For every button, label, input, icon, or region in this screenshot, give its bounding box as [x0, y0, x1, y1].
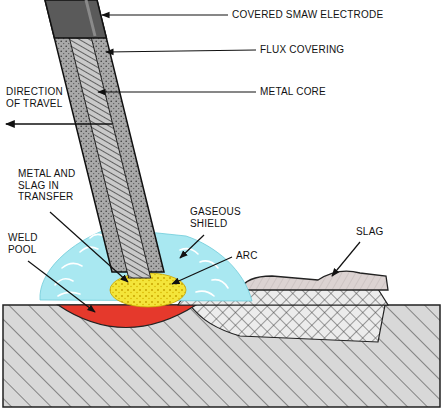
part-label: METAL CORE	[260, 86, 326, 98]
part-label: ARC	[236, 250, 258, 262]
part-label: DIRECTION OF TRAVEL	[6, 86, 76, 109]
part-label: METAL AND SLAG IN TRANSFER	[18, 168, 84, 203]
electrode-end	[45, 0, 106, 38]
part-label: GASEOUS SHIELD	[190, 206, 250, 229]
base-metal	[3, 305, 440, 407]
metal-core	[69, 38, 150, 278]
leader-lines	[28, 15, 360, 312]
slag-layer	[240, 271, 388, 290]
weld-metal	[190, 305, 385, 342]
electrode-highlight	[86, 0, 95, 36]
weld-pool	[58, 305, 196, 328]
travel-arrow	[6, 123, 112, 124]
part-label: COVERED SMAW ELECTRODE	[232, 9, 383, 21]
part-label: SLAG	[356, 226, 383, 238]
part-label: WELD POOL	[8, 232, 48, 255]
part-label: FLUX COVERING	[260, 44, 344, 56]
